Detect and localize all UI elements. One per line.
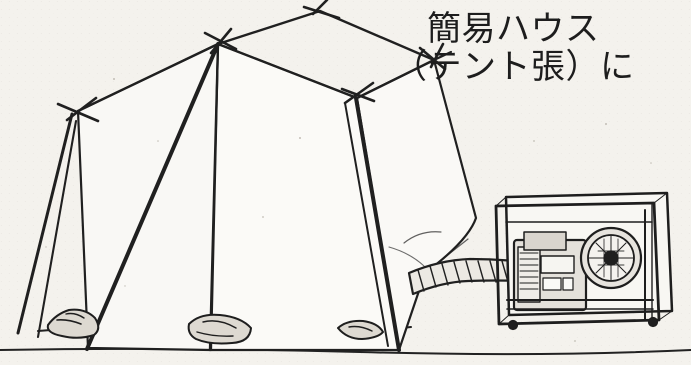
tent-pole-left	[85, 42, 220, 351]
tent-rope-left-outer	[16, 112, 74, 335]
tent-rope-right-top	[432, 50, 453, 62]
tent-pole-right-inner	[344, 102, 389, 347]
tent-corner-brackets	[56, 0, 447, 123]
tent-fabric-shade-2	[403, 231, 442, 244]
generator-wheel-right	[647, 316, 659, 328]
tent-rope-left-inner	[36, 119, 78, 339]
sketch-flecks	[45, 78, 652, 342]
tent-pole-right	[354, 96, 401, 352]
generator-wheel-left	[507, 319, 519, 331]
rock-left	[46, 308, 100, 339]
ground-rocks	[46, 308, 384, 345]
generator-unit	[494, 191, 674, 331]
rock-right	[337, 319, 384, 340]
air-duct	[407, 257, 527, 296]
tent-roof	[76, 9, 436, 113]
tent-pole-center	[208, 42, 220, 352]
tent-fabric-shade-3	[388, 246, 425, 267]
tent-structure	[16, 9, 478, 352]
